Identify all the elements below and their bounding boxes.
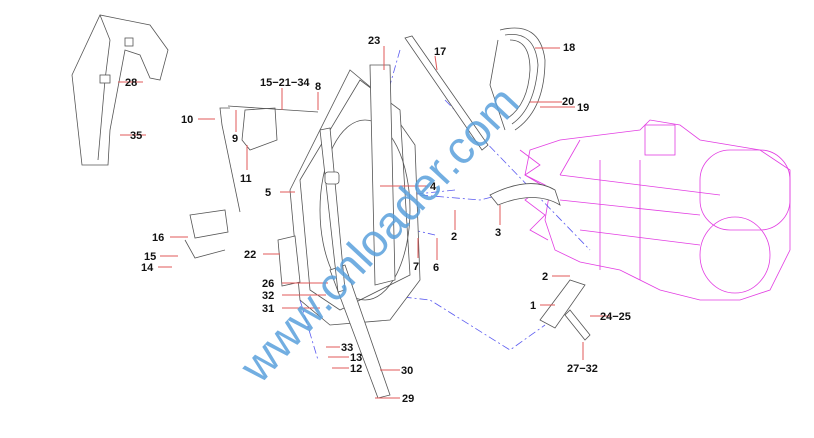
label-3: 3: [495, 227, 501, 239]
fan-guard-18: [489, 27, 546, 131]
bracket-16: [189, 209, 229, 239]
tank-11: [241, 107, 278, 151]
label-5: 5: [265, 187, 271, 199]
label-15: 15: [144, 251, 156, 263]
label-2-upper: 2: [451, 231, 457, 243]
leader-lines: [118, 46, 610, 399]
label-12: 12: [350, 363, 362, 375]
label-18: 18: [563, 42, 575, 54]
hose-3: [489, 183, 561, 206]
label-10: 10: [181, 114, 193, 126]
bar-17: [404, 35, 489, 151]
hose-10: [219, 107, 241, 213]
label-16: 16: [152, 232, 164, 244]
radiator: [277, 64, 421, 399]
label-24-25: 24−25: [600, 311, 631, 323]
label-29: 29: [402, 393, 414, 405]
label-15-21-34: 15−21−34: [260, 77, 310, 89]
label-27-32: 27−32: [567, 363, 598, 375]
label-4: 4: [430, 181, 437, 193]
label-1: 1: [530, 300, 536, 312]
pipe-1: [539, 279, 586, 329]
label-31: 31: [262, 303, 274, 315]
label-19: 19: [577, 102, 589, 114]
label-13: 13: [350, 352, 362, 364]
label-23: 23: [368, 35, 380, 47]
label-28: 28: [125, 77, 137, 89]
label-22: 22: [244, 249, 256, 261]
label-8: 8: [315, 81, 321, 93]
label-30: 30: [401, 365, 413, 377]
label-35: 35: [130, 130, 142, 142]
guard-35: [71, 14, 169, 166]
label-33: 33: [341, 342, 353, 354]
label-17: 17: [434, 46, 446, 58]
label-9: 9: [232, 133, 238, 145]
label-11: 11: [240, 173, 252, 185]
label-26: 26: [262, 278, 274, 290]
engine-outline: [519, 119, 791, 301]
label-2-lower: 2: [542, 271, 548, 283]
callout-labels: 23 17 18 28 15−21−34 8 20 19 10 9 35 11 …: [125, 35, 631, 405]
label-20: 20: [562, 96, 574, 108]
label-7: 7: [413, 261, 419, 273]
label-32: 32: [262, 290, 274, 302]
label-6: 6: [433, 262, 439, 274]
label-14: 14: [141, 262, 154, 274]
